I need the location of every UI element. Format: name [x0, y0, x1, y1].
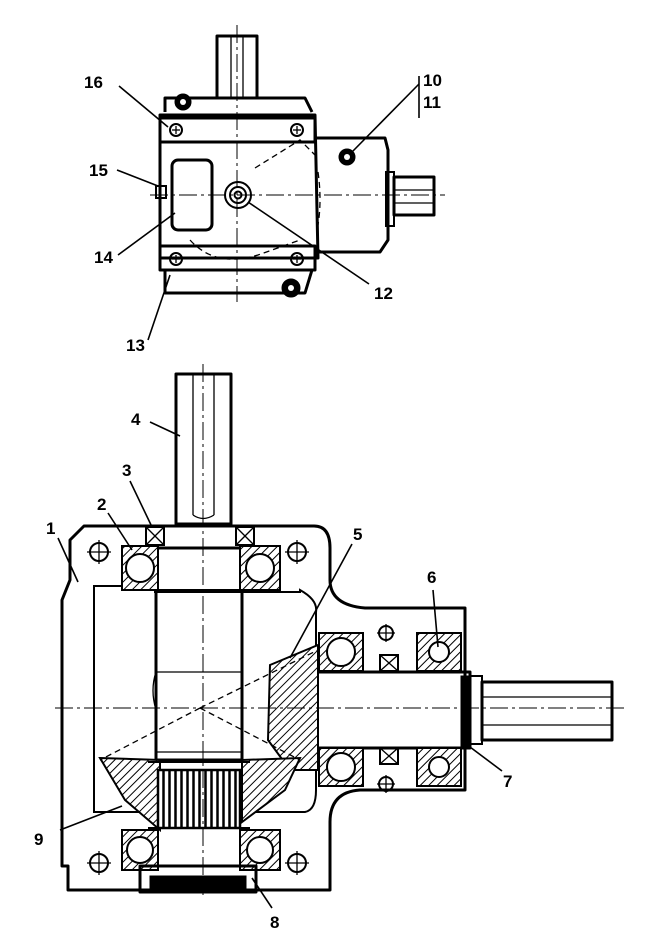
callout-7: 7 — [503, 772, 512, 791]
top-view-bottom-cap — [163, 269, 314, 295]
callout-1: 1 — [46, 519, 55, 538]
callout-11: 11 — [423, 93, 441, 112]
spline-hub — [156, 768, 242, 830]
top-view-flange-bolts — [169, 123, 304, 266]
top-view-housing — [158, 113, 320, 260]
top-bearings — [121, 545, 281, 591]
ring-gear-left — [98, 756, 161, 833]
output-bearings — [318, 632, 462, 787]
callout-6: 6 — [427, 568, 436, 587]
leader-lines — [57, 76, 503, 909]
vertical-shaft — [154, 546, 244, 762]
bottom-cover-plate — [149, 875, 247, 893]
top-view — [150, 25, 445, 302]
housing-outer — [60, 524, 467, 892]
top-view-vent-plug — [155, 185, 167, 199]
callout-14: 14 — [94, 248, 113, 267]
housing-mount-holes — [87, 540, 395, 875]
callout-12: 12 — [374, 284, 393, 303]
callout-9: 9 — [34, 830, 43, 849]
ring-gear-right — [241, 756, 302, 824]
callout-16: 16 — [84, 73, 103, 92]
callout-8: 8 — [270, 913, 279, 932]
output-circlip — [460, 675, 470, 747]
bottom-bearings — [121, 829, 281, 871]
callout-labels: 16 10 11 15 14 12 13 4 3 2 1 5 6 7 9 8 — [34, 71, 512, 932]
top-view-plugs — [174, 93, 356, 298]
callout-13: 13 — [126, 336, 145, 355]
callout-3: 3 — [122, 461, 131, 480]
top-seals — [145, 526, 255, 546]
callout-4: 4 — [131, 410, 141, 429]
top-view-output-shaft — [385, 171, 436, 227]
callout-5: 5 — [353, 525, 362, 544]
housing-inner-cavity — [93, 585, 318, 813]
callout-15: 15 — [89, 161, 108, 180]
callout-2: 2 — [97, 495, 106, 514]
callout-10: 10 — [423, 71, 442, 90]
top-view-top-cap — [163, 96, 314, 113]
section-view — [55, 364, 628, 895]
output-seals — [379, 654, 399, 765]
